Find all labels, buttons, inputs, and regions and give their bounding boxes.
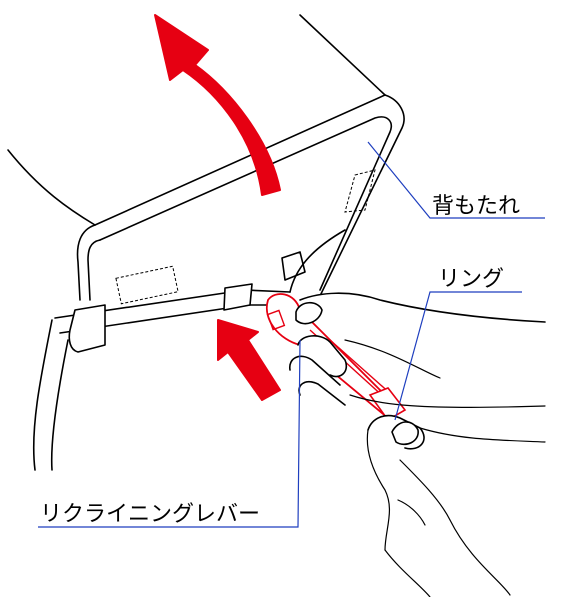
strap-clip-right <box>281 251 306 281</box>
backrest-leader-line <box>367 141 545 219</box>
seat-outline-lower <box>32 319 69 471</box>
lever-ring <box>368 387 407 422</box>
backrest-panel <box>76 94 405 305</box>
hand-lower <box>366 414 546 597</box>
back-outline-upper <box>7 14 386 226</box>
curved-up-arrow-icon <box>154 14 281 196</box>
strap-clip-left <box>68 304 106 353</box>
ring-label: リング <box>438 267 504 292</box>
lever-leader-line <box>38 339 301 528</box>
lever-label: リクライニングレバー <box>40 502 260 527</box>
hidden-panel-left <box>115 265 179 305</box>
backrest-label: 背もたれ <box>432 194 520 219</box>
strap-clip-middle <box>223 283 253 311</box>
diagonal-up-arrow-icon <box>217 319 281 401</box>
hand-upper <box>289 292 546 408</box>
ring-leader-line <box>394 291 522 421</box>
hidden-panel-right <box>344 169 376 213</box>
